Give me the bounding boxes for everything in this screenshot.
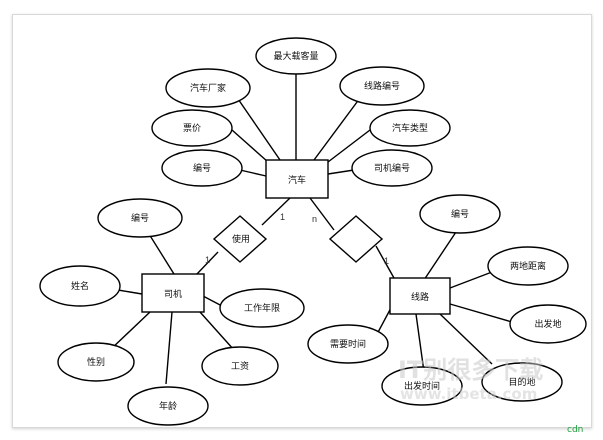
attribute-departure-time-label: 出发时间 <box>404 380 440 391</box>
attribute-name[interactable]: 姓名 <box>39 265 121 307</box>
entity-driver-label: 司机 <box>164 288 182 299</box>
link-car-manufacturer <box>235 95 281 161</box>
attribute-route-id-label: 编号 <box>451 208 469 219</box>
cardinality-driver-use: 1 <box>205 255 210 265</box>
cardinality-car-run: n <box>312 214 317 224</box>
relationship-car-route[interactable] <box>328 215 384 263</box>
attribute-gender-label: 性别 <box>87 356 105 367</box>
attribute-duration[interactable]: 需要时间 <box>307 324 389 364</box>
attribute-departure-label: 出发地 <box>534 318 561 329</box>
relationship-use[interactable]: 使用 <box>212 215 268 263</box>
entity-route[interactable]: 线路 <box>389 277 451 315</box>
link-driver-work-years <box>202 295 223 307</box>
cardinality-route-run: 1 <box>384 256 389 266</box>
attribute-age-label: 年龄 <box>159 400 177 411</box>
attribute-salary[interactable]: 工资 <box>201 346 279 386</box>
entity-route-label: 线路 <box>411 291 429 302</box>
attribute-driver-id-label: 编号 <box>131 212 149 223</box>
attribute-car-number[interactable]: 编号 <box>161 149 243 187</box>
entity-car[interactable]: 汽车 <box>265 159 329 199</box>
entity-driver[interactable]: 司机 <box>141 273 205 313</box>
attribute-fare-label: 票价 <box>183 123 201 133</box>
link-driver-salary <box>199 311 235 351</box>
attribute-max-capacity-label: 最大载客量 <box>273 50 318 61</box>
attribute-driver-id[interactable]: 编号 <box>97 198 183 238</box>
attribute-work-years-label: 工作年限 <box>244 302 280 313</box>
attribute-work-years[interactable]: 工作年限 <box>219 288 305 328</box>
attribute-max-capacity[interactable]: 最大载客量 <box>255 37 337 75</box>
attribute-manufacturer-label: 汽车厂家 <box>190 82 226 93</box>
attribute-driver-number-label: 司机编号 <box>374 162 410 173</box>
attribute-departure[interactable]: 出发地 <box>509 304 587 344</box>
attribute-duration-label: 需要时间 <box>330 338 366 349</box>
link-route-distance <box>449 271 493 289</box>
attribute-manufacturer[interactable]: 汽车厂家 <box>165 68 251 108</box>
attribute-distance[interactable]: 两地距离 <box>487 246 569 286</box>
attribute-gender[interactable]: 性别 <box>57 342 135 382</box>
link-car-number <box>239 169 267 177</box>
attribute-distance-label: 两地距离 <box>510 260 546 271</box>
attribute-driver-number[interactable]: 司机编号 <box>351 149 433 187</box>
attribute-car-number-label: 编号 <box>193 162 211 173</box>
link-driver-age <box>165 311 173 385</box>
attribute-departure-time[interactable]: 出发时间 <box>381 366 463 406</box>
attribute-destination[interactable]: 目的地 <box>481 362 563 402</box>
link-car-use <box>261 197 291 226</box>
link-car-type <box>327 129 371 163</box>
link-use-driver <box>195 251 219 276</box>
watermark-url: www.itbeta.com <box>400 385 537 403</box>
attribute-destination-label: 目的地 <box>508 376 535 387</box>
attribute-route-id[interactable]: 编号 <box>419 194 501 234</box>
cardinality-car-use: 1 <box>280 212 285 222</box>
attribute-route-number-label: 线路编号 <box>364 80 400 91</box>
watermark-text: IT别很多下载 <box>398 356 543 384</box>
entity-car-label: 汽车 <box>288 174 306 185</box>
link-route-destination <box>439 313 493 365</box>
attribute-age[interactable]: 年龄 <box>127 386 209 426</box>
link-route-departure <box>449 303 513 323</box>
link-car-driver-number <box>327 169 355 175</box>
attribute-salary-label: 工资 <box>231 361 249 371</box>
watermark-logo: cdn <box>567 425 583 435</box>
attribute-route-number[interactable]: 线路编号 <box>339 66 425 106</box>
link-car-route-number <box>313 97 361 161</box>
link-run-route <box>375 245 395 279</box>
link-driver-gender <box>109 311 151 351</box>
attribute-name-label: 姓名 <box>71 280 89 291</box>
link-car-run <box>309 197 335 231</box>
attribute-car-type-label: 汽车类型 <box>392 122 428 133</box>
link-car-fare <box>231 129 269 163</box>
link-driver-name <box>117 289 143 295</box>
relationship-use-label: 使用 <box>232 233 250 244</box>
attribute-car-type[interactable]: 汽车类型 <box>369 109 451 147</box>
attribute-fare[interactable]: 票价 <box>151 109 233 147</box>
link-route-number <box>423 231 457 281</box>
link-route-departure-time <box>415 313 425 373</box>
